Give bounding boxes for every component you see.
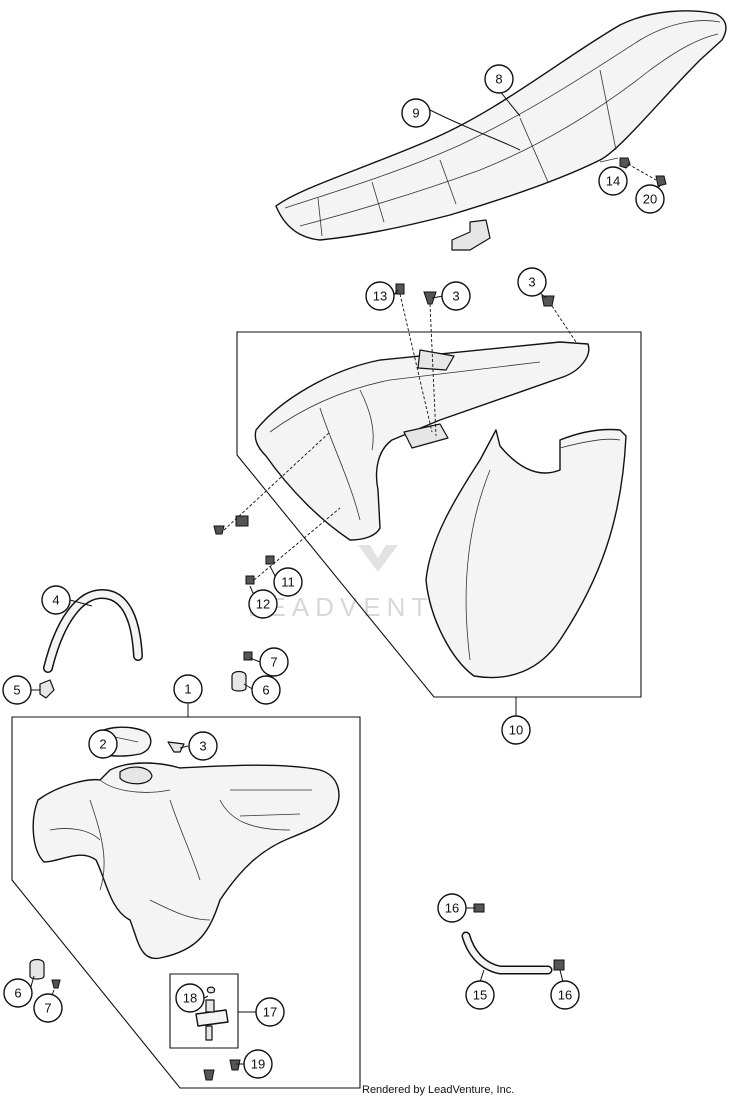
callout-3[interactable]: 3 — [188, 731, 218, 761]
callout-6[interactable]: 6 — [251, 675, 281, 705]
svg-text:6: 6 — [262, 683, 269, 698]
svg-text:4: 4 — [52, 593, 59, 608]
callout-6[interactable]: 6 — [3, 978, 33, 1008]
callout-1[interactable]: 1 — [173, 674, 203, 704]
svg-text:7: 7 — [44, 1001, 51, 1016]
svg-text:18: 18 — [183, 991, 197, 1006]
svg-text:15: 15 — [473, 988, 487, 1003]
hose-fitting — [39, 679, 55, 699]
fuel-tap — [195, 986, 229, 1041]
callout-11[interactable]: 11 — [273, 567, 303, 597]
svg-text:5: 5 — [13, 683, 20, 698]
vent-hose — [43, 588, 143, 673]
callout-16[interactable]: 16 — [550, 980, 580, 1010]
svg-text:9: 9 — [412, 106, 419, 121]
svg-text:1: 1 — [184, 682, 191, 697]
svg-text:20: 20 — [643, 192, 657, 207]
callout-7[interactable]: 7 — [33, 993, 63, 1023]
fuel-tap-box — [169, 973, 239, 1049]
side-panel-group-box — [236, 331, 642, 698]
callout-13[interactable]: 13 — [365, 281, 395, 311]
callout-14[interactable]: 14 — [598, 166, 628, 196]
svg-text:10: 10 — [509, 723, 523, 738]
callout-8[interactable]: 8 — [484, 64, 514, 94]
fuel-tank-group-box — [11, 716, 361, 1089]
callout-4[interactable]: 4 — [41, 585, 71, 615]
svg-text:3: 3 — [199, 739, 206, 754]
callout-10[interactable]: 10 — [501, 715, 531, 745]
callout-17[interactable]: 17 — [255, 997, 285, 1027]
callout-18[interactable]: 18 — [175, 983, 205, 1013]
callout-9[interactable]: 9 — [401, 98, 431, 128]
tap-screws — [203, 1059, 241, 1081]
svg-text:3: 3 — [528, 275, 535, 290]
svg-text:14: 14 — [606, 174, 620, 189]
callout-3[interactable]: 3 — [441, 281, 471, 311]
svg-text:17: 17 — [263, 1005, 277, 1020]
callout-7[interactable]: 7 — [259, 647, 289, 677]
callout-3[interactable]: 3 — [517, 267, 547, 297]
svg-text:11: 11 — [281, 575, 295, 590]
render-credit: Rendered by LeadVenture, Inc. — [362, 1084, 515, 1096]
svg-text:2: 2 — [99, 737, 106, 752]
svg-text:16: 16 — [558, 988, 572, 1003]
callout-15[interactable]: 15 — [465, 980, 495, 1010]
svg-text:19: 19 — [251, 1057, 265, 1072]
callout-19[interactable]: 19 — [243, 1049, 273, 1079]
svg-text:8: 8 — [495, 72, 502, 87]
seat-screws — [619, 157, 667, 187]
small-fasteners-top — [231, 651, 253, 692]
callout-12[interactable]: 12 — [248, 589, 278, 619]
callout-5[interactable]: 5 — [2, 675, 32, 705]
panel-fasteners — [213, 283, 577, 585]
svg-text:3: 3 — [452, 289, 459, 304]
callout-16[interactable]: 16 — [437, 893, 467, 923]
svg-text:16: 16 — [445, 901, 459, 916]
svg-text:12: 12 — [256, 597, 270, 612]
fuel-hose — [461, 903, 565, 975]
svg-text:13: 13 — [373, 289, 387, 304]
side-panel-shroud — [254, 341, 590, 541]
side-panel-number-plate — [425, 428, 627, 679]
small-fasteners-bottom — [29, 958, 61, 989]
fuel-tank — [32, 762, 340, 960]
svg-text:6: 6 — [14, 986, 21, 1001]
seat-assembly — [275, 10, 727, 251]
svg-text:7: 7 — [270, 655, 277, 670]
callout-2[interactable]: 2 — [88, 729, 118, 759]
callout-20[interactable]: 20 — [635, 184, 665, 214]
